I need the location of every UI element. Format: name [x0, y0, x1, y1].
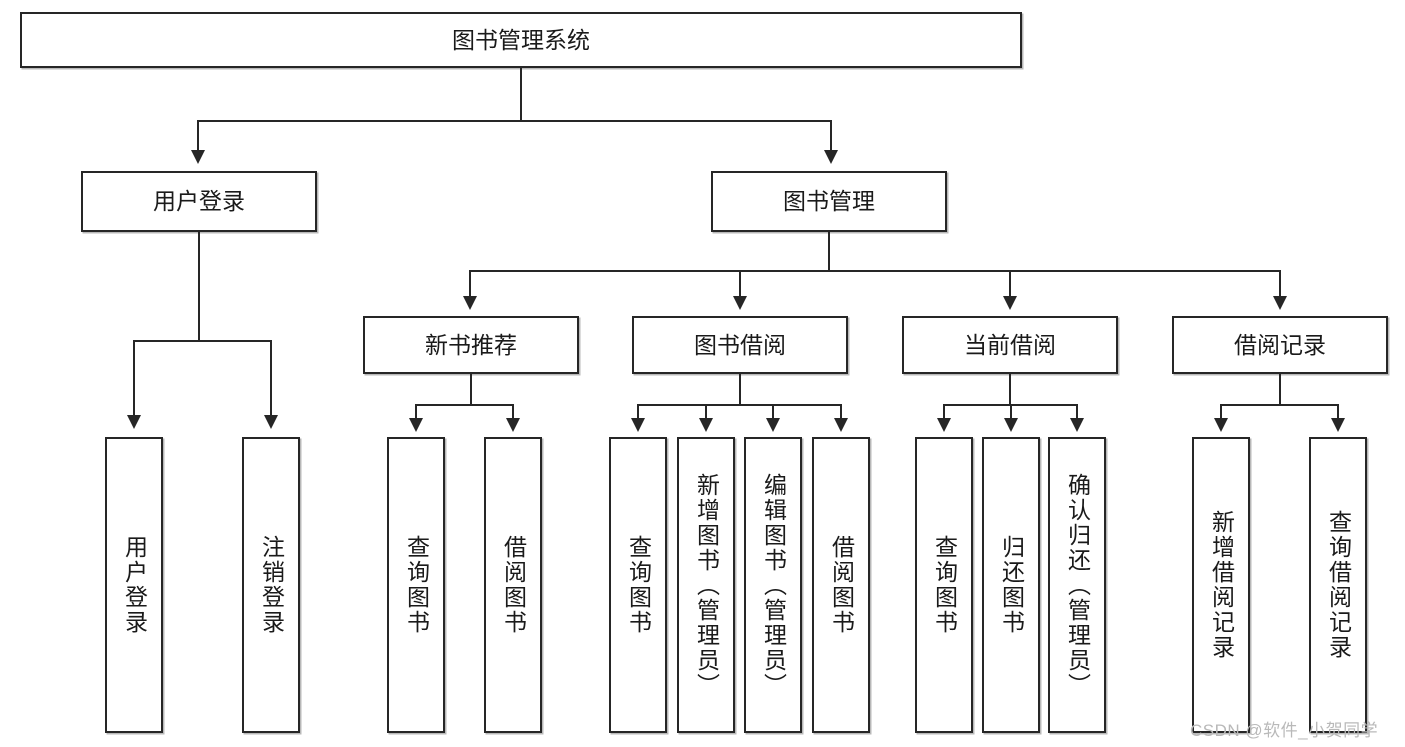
leaf-current-borrow-query-book[interactable]: 查询图书	[915, 437, 973, 733]
node-label: 借阅记录	[1234, 331, 1326, 358]
arrowhead-newbook-leaf-2	[506, 418, 520, 432]
connector-root-to-book-management	[830, 120, 832, 152]
connector-bookborrow-bus	[637, 404, 841, 406]
node-label: 注销登录	[258, 535, 285, 635]
node-label: 图书管理系统	[452, 26, 590, 53]
node-label: 当前借阅	[964, 331, 1056, 358]
arrowhead-bm-borrow-records	[1273, 296, 1287, 310]
leaf-user-login-login[interactable]: 用户登录	[105, 437, 163, 733]
arrowhead-currentborrow-leaf-1	[937, 418, 951, 432]
node-label: 用户登录	[121, 535, 148, 635]
leaf-new-book-borrow-book[interactable]: 借阅图书	[484, 437, 542, 733]
connector-borrowrecords-stem	[1279, 374, 1281, 406]
connector-user-login-bus	[133, 340, 271, 342]
node-label: 查询图书	[931, 535, 958, 635]
node-label: 借阅图书	[828, 535, 855, 635]
leaf-borrow-records-query-record[interactable]: 查询借阅记录	[1309, 437, 1367, 733]
connector-book-management-bus	[469, 270, 1281, 272]
arrowhead-newbook-leaf-1	[409, 418, 423, 432]
leaf-book-borrow-borrow-book[interactable]: 借阅图书	[812, 437, 870, 733]
node-label: 新增图书（管理员）	[693, 472, 720, 698]
node-borrow-records[interactable]: 借阅记录	[1172, 316, 1388, 374]
arrowhead-currentborrow-leaf-2	[1004, 418, 1018, 432]
connector-bookborrow-to-leaf-1	[637, 404, 639, 420]
connector-book-management-stem	[828, 232, 830, 272]
arrowhead-bm-current-borrow	[1003, 296, 1017, 310]
connector-bm-to-book-borrow	[739, 270, 741, 298]
connector-bookborrow-to-leaf-4	[840, 404, 842, 420]
node-label: 查询借阅记录	[1325, 510, 1352, 660]
connector-root-stem	[520, 68, 522, 122]
arrowhead-user-login-leaf-2	[264, 415, 278, 429]
node-book-management[interactable]: 图书管理	[711, 171, 947, 232]
node-label: 查询图书	[625, 535, 652, 635]
connector-root-bus	[197, 120, 832, 122]
arrowhead-bookborrow-leaf-4	[834, 418, 848, 432]
node-new-book-recommend[interactable]: 新书推荐	[363, 316, 579, 374]
connector-newbook-to-leaf-1	[415, 404, 417, 420]
node-root-book-management-system[interactable]: 图书管理系统	[20, 12, 1022, 68]
connector-newbook-bus	[415, 404, 513, 406]
connector-currentborrow-stem	[1009, 374, 1011, 406]
node-label: 新书推荐	[425, 331, 517, 358]
node-user-login[interactable]: 用户登录	[81, 171, 317, 232]
leaf-book-borrow-edit-book-admin[interactable]: 编辑图书（管理员）	[744, 437, 802, 733]
connector-bm-to-borrow-records	[1279, 270, 1281, 298]
connector-bookborrow-to-leaf-2	[705, 404, 707, 420]
node-label: 图书借阅	[694, 331, 786, 358]
connector-bookborrow-to-leaf-3	[772, 404, 774, 420]
connector-currentborrow-to-leaf-3	[1076, 404, 1078, 420]
arrowhead-bm-new-book	[463, 296, 477, 310]
connector-bookborrow-stem	[739, 374, 741, 406]
arrowhead-bookborrow-leaf-1	[631, 418, 645, 432]
connector-user-login-to-leaf-1	[133, 340, 135, 417]
connector-bm-to-current-borrow	[1009, 270, 1011, 298]
leaf-new-book-query-book[interactable]: 查询图书	[387, 437, 445, 733]
connector-currentborrow-to-leaf-2	[1010, 404, 1012, 420]
connector-bm-to-new-book	[469, 270, 471, 298]
node-label: 用户登录	[153, 188, 245, 215]
arrowhead-currentborrow-leaf-3	[1070, 418, 1084, 432]
node-current-borrow[interactable]: 当前借阅	[902, 316, 1118, 374]
leaf-book-borrow-query-book[interactable]: 查询图书	[609, 437, 667, 733]
arrowhead-bookborrow-leaf-2	[699, 418, 713, 432]
connector-borrowrecords-to-leaf-1	[1220, 404, 1222, 420]
arrowhead-borrowrecords-leaf-2	[1331, 418, 1345, 432]
connector-newbook-stem	[470, 374, 472, 406]
node-label: 借阅图书	[500, 535, 527, 635]
connector-newbook-to-leaf-2	[512, 404, 514, 420]
leaf-current-borrow-confirm-return-admin[interactable]: 确认归还（管理员）	[1048, 437, 1106, 733]
arrowhead-user-login-leaf-1	[127, 415, 141, 429]
node-label: 归还图书	[998, 535, 1025, 635]
arrowhead-borrowrecords-leaf-1	[1214, 418, 1228, 432]
leaf-borrow-records-add-record[interactable]: 新增借阅记录	[1192, 437, 1250, 733]
connector-user-login-to-leaf-2	[270, 340, 272, 417]
leaf-book-borrow-add-book-admin[interactable]: 新增图书（管理员）	[677, 437, 735, 733]
arrowhead-bookborrow-leaf-3	[766, 418, 780, 432]
connector-borrowrecords-bus	[1220, 404, 1338, 406]
node-label: 查询图书	[403, 535, 430, 635]
node-label: 新增借阅记录	[1208, 510, 1235, 660]
arrowhead-to-book-management	[824, 150, 838, 164]
leaf-current-borrow-return-book[interactable]: 归还图书	[982, 437, 1040, 733]
connector-currentborrow-to-leaf-1	[943, 404, 945, 420]
connector-user-login-stem	[198, 232, 200, 342]
connector-root-to-user-login	[197, 120, 199, 152]
node-book-borrow[interactable]: 图书借阅	[632, 316, 848, 374]
node-label: 确认归还（管理员）	[1064, 472, 1091, 698]
arrowhead-to-user-login	[191, 150, 205, 164]
arrowhead-bm-book-borrow	[733, 296, 747, 310]
leaf-user-login-logout[interactable]: 注销登录	[242, 437, 300, 733]
connector-borrowrecords-to-leaf-2	[1337, 404, 1339, 420]
node-label: 图书管理	[783, 188, 875, 215]
node-label: 编辑图书（管理员）	[760, 472, 787, 698]
